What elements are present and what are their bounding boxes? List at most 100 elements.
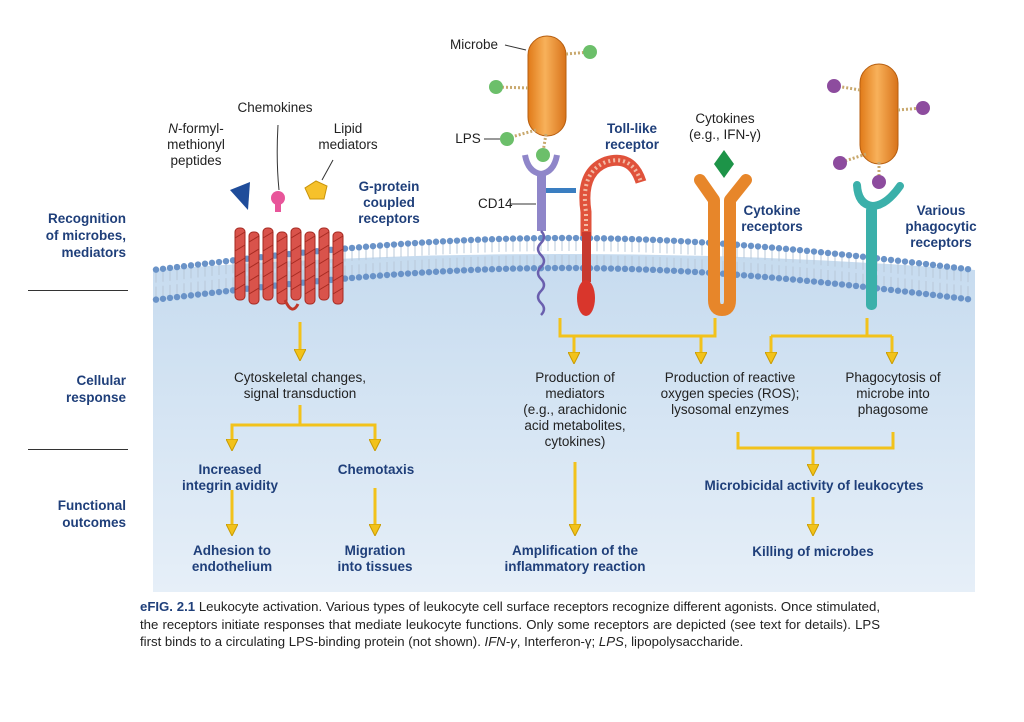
side-label-line: Cellular [76, 373, 126, 388]
figure-caption: eFIG. 2.1 Leukocyte activation. Various … [140, 598, 880, 651]
n-formyl-peptide-ligand-triangle [230, 182, 250, 210]
label-phagocytic-receptors: Various phagocytic receptors [896, 203, 986, 251]
label-line: Cytoskeletal changes, [233, 370, 367, 385]
divider-line [28, 290, 128, 291]
side-label-recognition: Recognition of microbes, mediators [10, 210, 126, 261]
label-line: signal transduction [243, 386, 357, 401]
label-line: Production of reactive [664, 370, 796, 385]
label-gpcr: G-protein coupled receptors [344, 179, 434, 227]
label-line: receptors [741, 219, 803, 234]
cytokine-ligand-diamond [714, 150, 734, 178]
label-line: Increased [198, 462, 262, 477]
label-line: integrin avidity [181, 478, 279, 493]
label-lipid-mediators: Lipid mediators [303, 121, 393, 153]
caption-def-ifn: , Interferon-γ; [516, 634, 599, 649]
label-line: methionyl [167, 137, 225, 152]
label-cytokine-receptors: Cytokine receptors [732, 203, 812, 235]
side-label-line: mediators [61, 245, 126, 260]
label-line: receptors [910, 235, 972, 250]
label-line: (e.g., arachidonic [523, 402, 627, 417]
label-line: lysosomal enzymes [671, 402, 789, 417]
side-label-line: Functional [57, 498, 126, 513]
label-line: mediators [545, 386, 605, 401]
outcome-chemotaxis: Chemotaxis [337, 462, 415, 477]
caption-abbrev-lps: LPS [598, 634, 624, 649]
microbe-ligand-bead [872, 175, 886, 189]
side-label-line: response [65, 390, 126, 405]
caption-abbrev-ifn: IFN-γ [484, 634, 517, 649]
label-line: Migration [344, 543, 406, 558]
label-line: microbe into [856, 386, 930, 401]
label-line: Amplification of the [512, 543, 638, 558]
label-line: Lipid [333, 121, 363, 136]
label-line: cytokines) [544, 434, 606, 449]
caption-def-lps: , lipopolysaccharide. [623, 634, 744, 649]
microbe-ligand-bead [827, 79, 841, 93]
response-cytoskeletal: Cytoskeletal changes, signal transductio… [215, 370, 385, 402]
side-label-line: outcomes [62, 515, 126, 530]
side-label-functional: Functional outcomes [10, 497, 126, 531]
divider-line [28, 449, 128, 450]
outcome-integrin-avidity: Increased integrin avidity [170, 462, 290, 494]
side-label-line: Recognition [48, 211, 126, 226]
label-line: phagocytic [905, 219, 977, 234]
label-n-formyl-peptides: N-formyl- methionyl peptides [146, 121, 246, 169]
response-phagocytosis: Phagocytosis of microbe into phagosome [828, 370, 958, 418]
label-line: receptor [604, 137, 660, 152]
phagocytic-receptor [853, 181, 904, 310]
label-line: coupled [363, 195, 415, 210]
label-line: Toll-like [606, 121, 657, 136]
label-line: mediators [318, 137, 378, 152]
label-line: Phagocytosis of [845, 370, 941, 385]
outcome-killing: Killing of microbes [752, 544, 874, 559]
label-tlr: Toll-like receptor [596, 121, 668, 153]
label-line: Cytokines [695, 111, 755, 126]
label-cd14: CD14 [478, 196, 513, 211]
microbe-1 [489, 35, 597, 162]
label-lps: LPS [455, 131, 481, 146]
label-line: into tissues [337, 559, 413, 574]
response-mediators: Production of mediators (e.g., arachidon… [505, 370, 645, 450]
label-line: G-protein [358, 179, 420, 194]
signal-arrows [232, 318, 893, 530]
g-protein-coupled-receptor [234, 227, 344, 311]
label-line: peptides [170, 153, 222, 168]
outcome-amplification: Amplification of the inflammatory reacti… [490, 543, 660, 575]
figure-label: eFIG. 2.1 [140, 599, 196, 614]
label-line: acid metabolites, [524, 418, 626, 433]
cytokine-receptor [694, 174, 752, 316]
microbe-ligand-bead [916, 101, 930, 115]
label-chemokines: Chemokines [237, 100, 313, 115]
outcome-microbicidal: Microbicidal activity of leukocytes [704, 478, 924, 493]
n-formyl-suffix: -formyl- [178, 121, 224, 136]
response-ros: Production of reactive oxygen species (R… [650, 370, 810, 418]
label-microbe: Microbe [449, 37, 498, 52]
label-line: phagosome [857, 402, 929, 417]
chemokine-ligand [271, 124, 285, 212]
label-line: Adhesion to [193, 543, 271, 558]
lps-bead [583, 45, 597, 59]
side-label-line: of microbes, [45, 228, 126, 243]
toll-like-receptor [577, 154, 647, 316]
lipid-mediator-ligand-pentagon [304, 180, 328, 200]
label-line: Production of [535, 370, 615, 385]
label-line: (e.g., IFN-γ) [688, 127, 761, 142]
lps-bead [500, 132, 514, 146]
label-line: Various [916, 203, 966, 218]
lps-bead [536, 148, 550, 162]
cd14 [510, 154, 576, 316]
label-line: Cytokine [743, 203, 801, 218]
microbe-ligand-bead [833, 156, 847, 170]
label-line: oxygen species (ROS); [660, 386, 800, 401]
label-cytokines: Cytokines (e.g., IFN-γ) [670, 111, 780, 143]
lps-bead [489, 80, 503, 94]
label-line: inflammatory reaction [504, 559, 646, 574]
caption-text: Leukocyte activation. Various types of l… [140, 599, 880, 649]
side-label-cellular: Cellular response [10, 372, 126, 406]
label-line: receptors [358, 211, 420, 226]
outcome-adhesion: Adhesion to endothelium [180, 543, 284, 575]
label-line: endothelium [191, 559, 273, 574]
microbe-2 [827, 63, 930, 189]
outcome-migration: Migration into tissues [320, 543, 430, 575]
